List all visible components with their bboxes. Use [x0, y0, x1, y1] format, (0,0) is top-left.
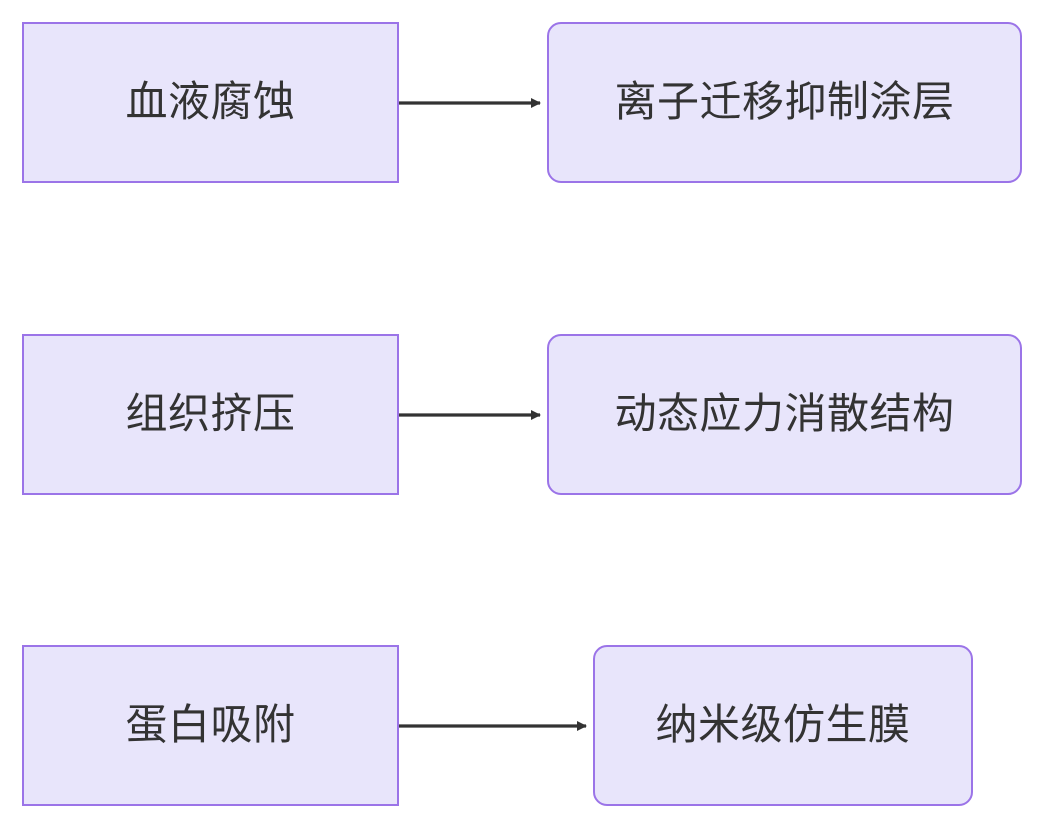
- node-label: 动态应力消散结构: [614, 390, 955, 438]
- node-blood-corrosion[interactable]: 血液腐蚀: [22, 22, 399, 183]
- node-label: 离子迁移抑制涂层: [614, 78, 955, 126]
- node-label: 组织挤压: [125, 390, 296, 438]
- node-tissue-compression[interactable]: 组织挤压: [22, 334, 399, 495]
- node-label: 蛋白吸附: [125, 701, 296, 749]
- node-label: 血液腐蚀: [125, 78, 296, 126]
- node-protein-adsorption[interactable]: 蛋白吸附: [22, 645, 399, 806]
- node-ion-migration-inhibiting-coating[interactable]: 离子迁移抑制涂层: [547, 22, 1022, 183]
- node-label: 纳米级仿生膜: [655, 701, 911, 749]
- node-nanoscale-biomimetic-membrane[interactable]: 纳米级仿生膜: [593, 645, 973, 806]
- node-dynamic-stress-dissipation-structure[interactable]: 动态应力消散结构: [547, 334, 1022, 495]
